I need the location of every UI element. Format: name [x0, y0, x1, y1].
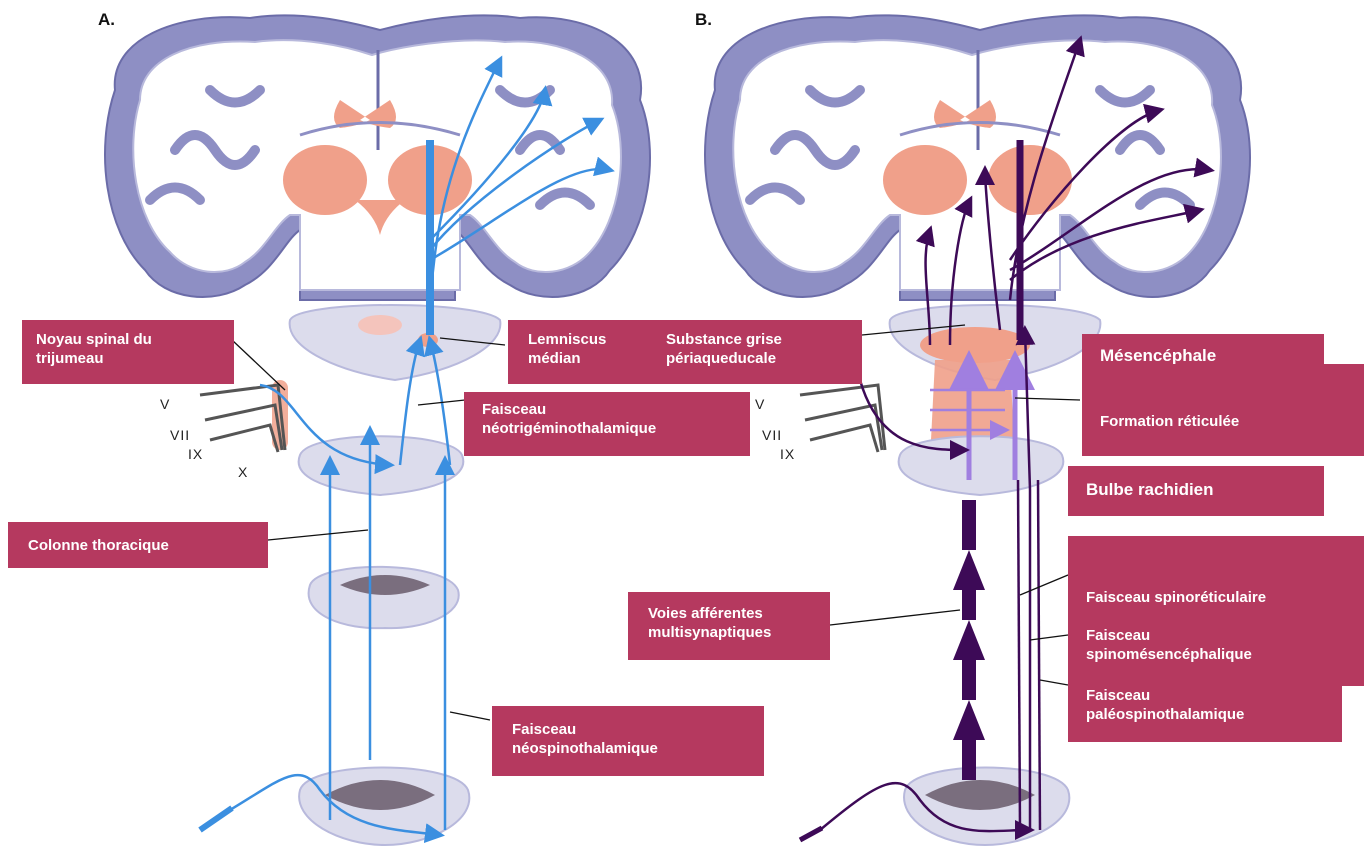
label-formation-reticulee: Formation réticulée [1082, 364, 1364, 456]
panel-a-letter: A. [98, 10, 115, 30]
nerve-vii-a: VII [170, 427, 190, 443]
label-spinomesencephalique: Faisceau spinomésencéphalique [1068, 624, 1364, 680]
label-substance-grise: Substance grise périaqueducale [656, 320, 862, 384]
label-voies-afferentes: Voies afférentes multisynaptiques [628, 592, 830, 660]
label-faisceau-neotrigemino: Faisceau néotrigéminothalamique [464, 392, 750, 456]
medulla-a [299, 436, 464, 495]
nerve-v-a: V [160, 396, 170, 412]
multisynaptic-arrows [953, 500, 985, 780]
label-neospino: Faisceau néospinothalamique [492, 706, 764, 776]
nerve-x-a: X [238, 464, 248, 480]
nerve-v-b: V [755, 396, 765, 412]
nerve-ix-b: IX [780, 446, 795, 462]
nerve-ix-a: IX [188, 446, 203, 462]
label-bulbe: Bulbe rachidien [1068, 466, 1324, 516]
midbrain-a [290, 305, 501, 380]
label-noyau-spinal: Noyau spinal du trijumeau [22, 320, 234, 384]
label-colonne: Colonne thoracique [8, 522, 268, 568]
label-paleospino: Faisceau paléospinothalamique [1068, 686, 1342, 742]
label-lemniscus: Lemniscus médian [508, 320, 656, 384]
brain-section-b [705, 15, 1250, 300]
panel-b-letter: B. [695, 10, 712, 30]
brain-section-a [105, 15, 650, 300]
nerve-vii-b: VII [762, 427, 782, 443]
